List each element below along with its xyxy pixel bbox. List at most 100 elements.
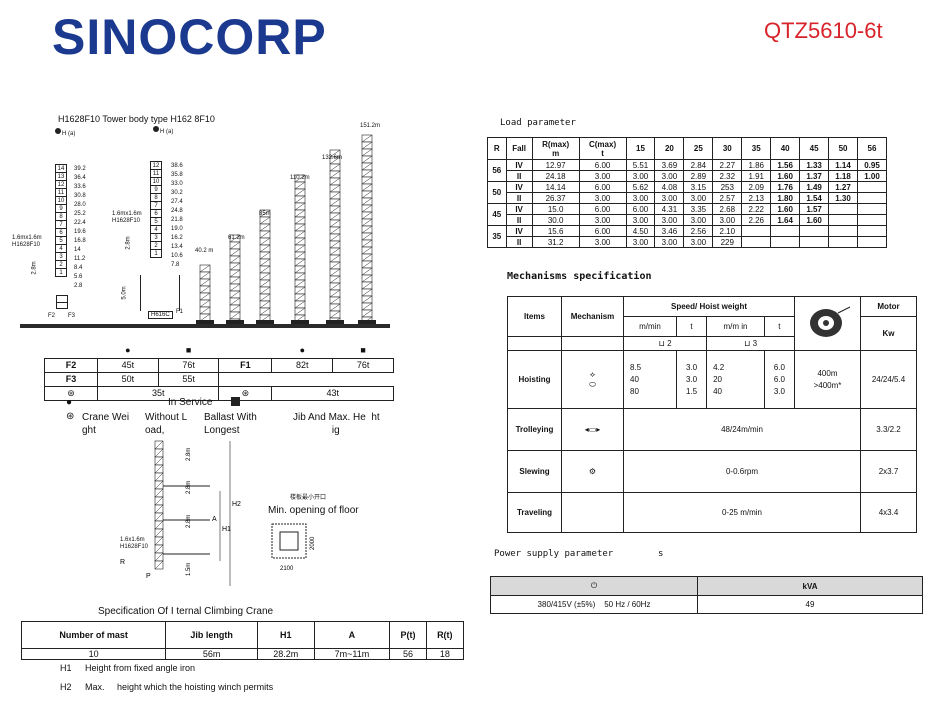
load-cell: 31.2 xyxy=(531,236,580,248)
mast-brace xyxy=(294,174,306,183)
spec-header: H1 xyxy=(257,621,315,649)
h-label-85: 85m xyxy=(259,211,271,217)
mast-brace xyxy=(329,303,341,312)
slewing-label: Slewing xyxy=(507,450,562,493)
cell: 82t xyxy=(271,357,334,373)
rope-drum-icon xyxy=(794,296,861,351)
floor-dim-2100: 2100 xyxy=(280,566,294,572)
dim-2-8m: 2.8m xyxy=(31,261,38,275)
h-label-left: H (a) xyxy=(62,131,76,137)
mast-brace xyxy=(294,307,306,316)
mast-brace xyxy=(329,240,341,249)
load-header: C(max) t xyxy=(578,137,627,160)
mast-brace xyxy=(259,300,271,309)
load-cell: 1.14 xyxy=(828,159,859,171)
mast-brace xyxy=(361,225,373,234)
mast-brace xyxy=(294,300,306,309)
fall-b: 3 xyxy=(752,339,758,348)
weight-b: 43t xyxy=(271,385,394,401)
slewing-icon: ⚙ xyxy=(561,450,624,493)
load-cell: 6.00 xyxy=(578,203,627,215)
load-cell: 3.00 xyxy=(625,214,656,226)
square-icon: ■ xyxy=(185,344,192,355)
row-label: F2 xyxy=(44,357,98,373)
mast-brace xyxy=(361,204,373,213)
mast-brace xyxy=(199,271,211,280)
load-radius: 35 xyxy=(487,225,507,248)
mech-table: Items Mechanism Speed/ Hoist weight Moto… xyxy=(507,296,917,533)
load-cell: 2.09 xyxy=(741,181,772,193)
load-cell: 1.56 xyxy=(770,159,801,171)
climbing-label: A xyxy=(212,516,217,523)
load-cell: 2.32 xyxy=(712,170,743,182)
load-cell xyxy=(741,236,772,248)
load-cell: 1.86 xyxy=(741,159,772,171)
legend-ballast: Ballast With Longest xyxy=(204,412,257,436)
load-cell: 3.00 xyxy=(654,236,685,248)
load-header: 45 xyxy=(799,137,830,160)
load-cell: 1.91 xyxy=(741,170,772,182)
load-cell xyxy=(857,203,887,215)
load-cell xyxy=(799,225,830,237)
footnote-h1-text: Height from fixed angle iron xyxy=(85,663,196,673)
fall-hook-icon: ⊔ xyxy=(658,339,665,348)
kva-value: 49 xyxy=(697,595,923,614)
mast-brace xyxy=(361,260,373,269)
circle-icon: ● xyxy=(125,344,131,355)
load-cell: 4.08 xyxy=(654,181,685,193)
h-kva: kVA xyxy=(697,576,923,596)
weight-a: 35t xyxy=(96,385,220,401)
climbing-dim: 2.8m xyxy=(186,481,192,494)
dim-2-8m-mid: 2.8m xyxy=(125,236,132,250)
mast-brace xyxy=(294,237,306,246)
hoist-value: 1.5 xyxy=(685,386,698,396)
load-header: R xyxy=(487,137,507,160)
load-cell: 3.00 xyxy=(578,236,627,248)
mast-brace xyxy=(329,163,341,172)
mast-brace xyxy=(361,183,373,192)
mast-brace xyxy=(361,274,373,283)
load-cell: 2.84 xyxy=(683,159,714,171)
load-cell xyxy=(857,225,887,237)
trolley-icon: ◂▭▸ xyxy=(561,408,624,451)
spec-cell: 7m~11m xyxy=(313,648,391,660)
load-cell: 3.69 xyxy=(654,159,685,171)
h-m2: m/m in xyxy=(706,316,765,337)
trolley-kw: 3.3/2.2 xyxy=(860,408,917,451)
mast-brace xyxy=(361,197,373,206)
mast-brace xyxy=(329,275,341,284)
legend-square-icon xyxy=(231,397,240,406)
forces-table: ● ■ ● ■ F2 45t 76t F1 82t 76t F3 50t 55t… xyxy=(44,342,394,401)
min-opening-label: Min. opening of floor xyxy=(268,505,359,516)
tower-base xyxy=(256,320,274,325)
mast-brace xyxy=(361,253,373,262)
hoist-value: 40 xyxy=(713,386,723,396)
plug-icon: ⏻ xyxy=(490,576,698,596)
load-header: 56 xyxy=(857,137,887,160)
load-cell xyxy=(857,192,887,204)
weight-icon: ⊛ xyxy=(44,385,98,401)
mast-brace xyxy=(259,216,271,225)
mast-brace xyxy=(229,283,241,292)
load-cell: 1.27 xyxy=(828,181,859,193)
climbing-label: H1 xyxy=(222,526,231,533)
hoisting-label: Hoisting xyxy=(507,350,562,409)
load-cell: 2.22 xyxy=(741,203,772,215)
mast-brace xyxy=(199,292,211,301)
mast-brace xyxy=(361,190,373,199)
mast-brace xyxy=(294,230,306,239)
tower-caption: H1628F10 Tower body type H162 8F10 xyxy=(58,114,215,124)
load-header: 35 xyxy=(741,137,772,160)
mast-brace xyxy=(229,297,241,306)
mast-brace xyxy=(361,232,373,241)
cell: 76t xyxy=(332,357,394,373)
sinocorp-logo: SINOCORP xyxy=(52,8,327,66)
climb-mast-brace xyxy=(154,488,164,498)
climb-mast-brace xyxy=(154,552,164,562)
mast-brace xyxy=(361,309,373,318)
load-cell: 2.26 xyxy=(741,214,772,226)
